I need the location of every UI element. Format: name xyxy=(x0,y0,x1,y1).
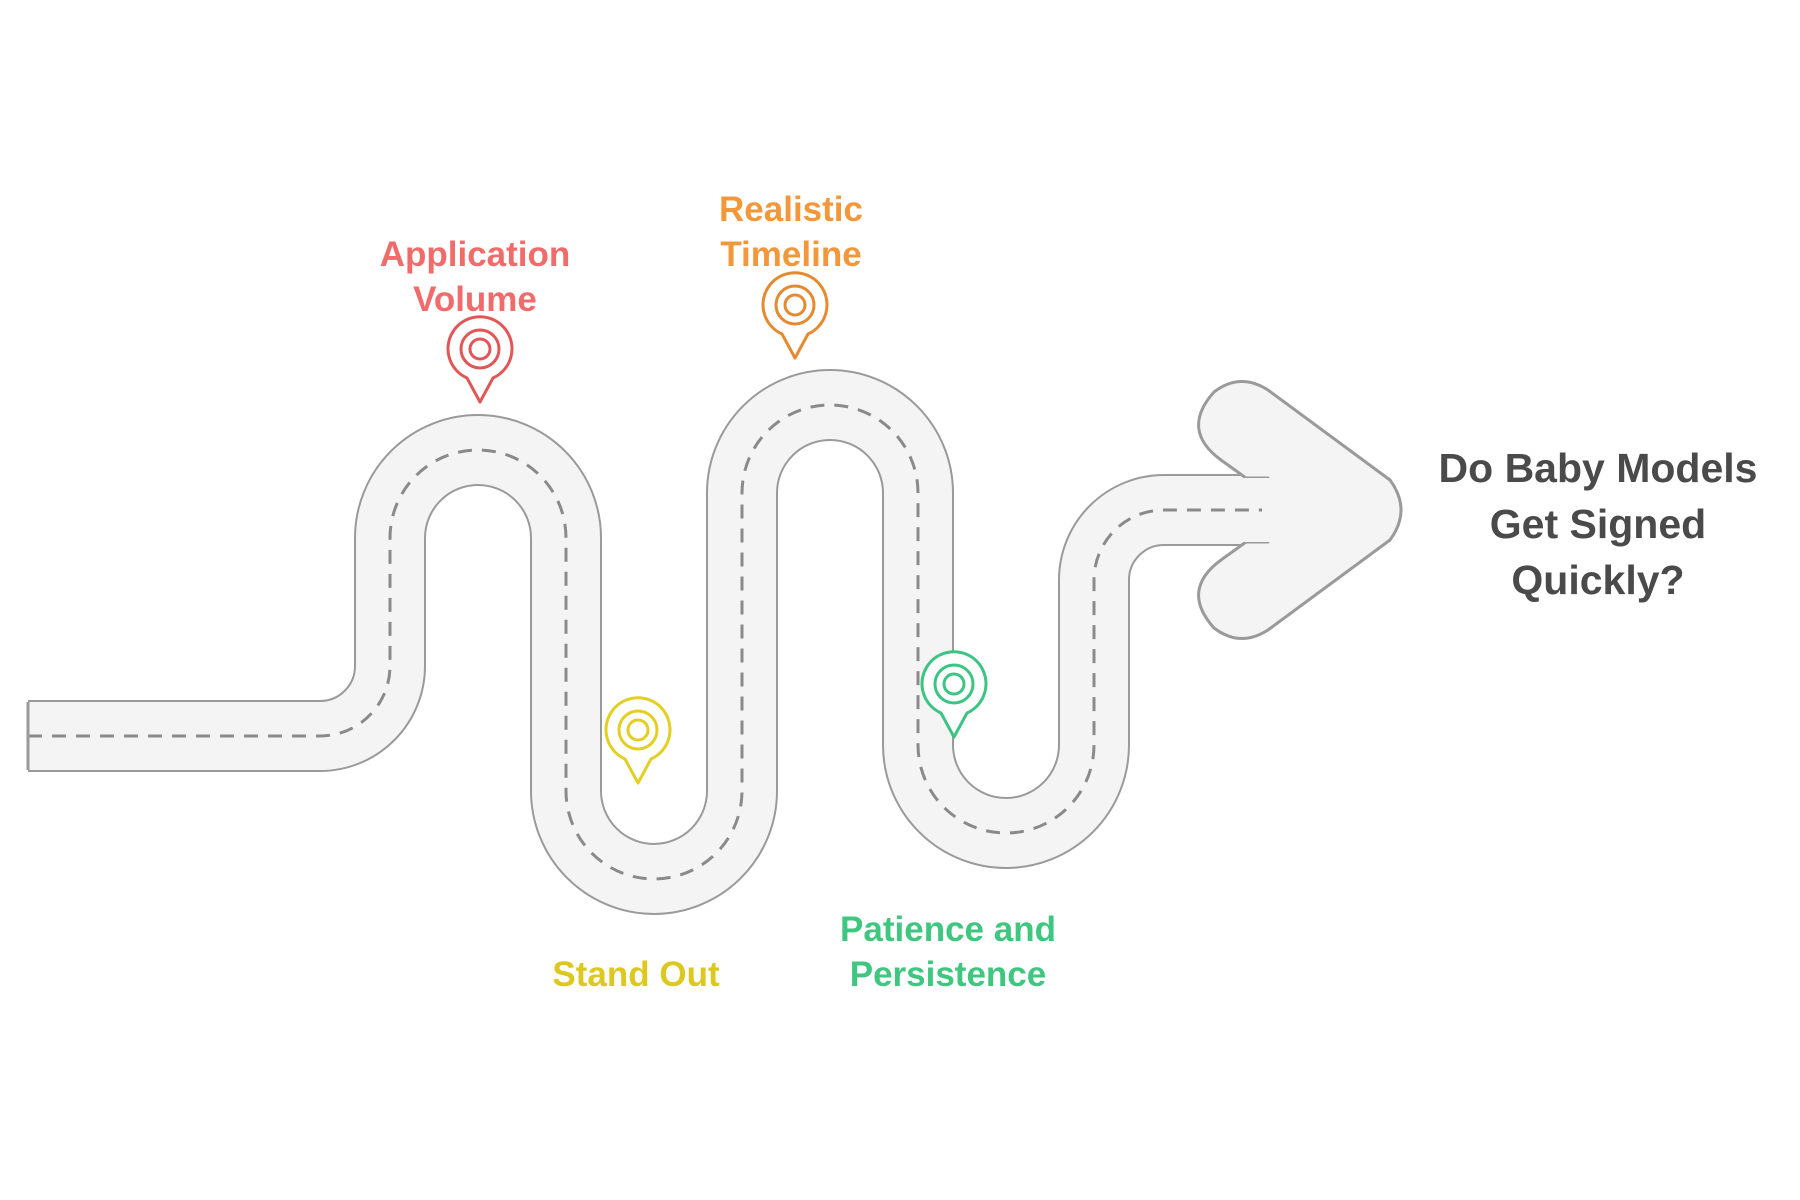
milestone-label-line: Persistence xyxy=(849,955,1047,994)
road-arrow-head xyxy=(1197,380,1403,640)
goal-title-line: Get Signed xyxy=(1489,501,1707,547)
goal-title: Do Baby Models Get Signed Quickly? xyxy=(1439,440,1758,608)
milestone-label-application-volume: Application Volume xyxy=(380,232,571,322)
road-surface xyxy=(28,371,1270,913)
map-pin-ring xyxy=(468,337,492,361)
milestone-label-line: Patience and xyxy=(840,910,1056,949)
map-pin-ring xyxy=(774,284,816,326)
milestone-label-stand-out: Stand Out xyxy=(552,952,719,997)
milestone-label-line: Stand Out xyxy=(552,955,720,994)
map-pin-icon xyxy=(446,315,514,404)
map-pin-ring xyxy=(459,328,501,370)
milestone-label-line: Application xyxy=(379,235,571,274)
milestone-label-line: Timeline xyxy=(720,235,862,274)
map-pin-ring xyxy=(617,709,659,751)
map-pin-icon xyxy=(920,650,988,739)
map-pin-icon xyxy=(604,696,672,785)
goal-title-line: Quickly? xyxy=(1511,557,1685,603)
map-pin-ring xyxy=(933,663,975,705)
map-pin-ring xyxy=(626,718,650,742)
goal-title-line: Do Baby Models xyxy=(1438,445,1758,491)
milestone-label-line: Volume xyxy=(413,280,537,319)
milestone-label-patience-and-persistence: Patience and Persistence xyxy=(840,907,1056,997)
map-pin-ring xyxy=(783,293,807,317)
milestone-label-realistic-timeline: Realistic Timeline xyxy=(719,187,863,277)
milestone-label-line: Realistic xyxy=(719,190,863,229)
map-pin-icon xyxy=(761,271,829,360)
map-pin-ring xyxy=(942,672,966,696)
